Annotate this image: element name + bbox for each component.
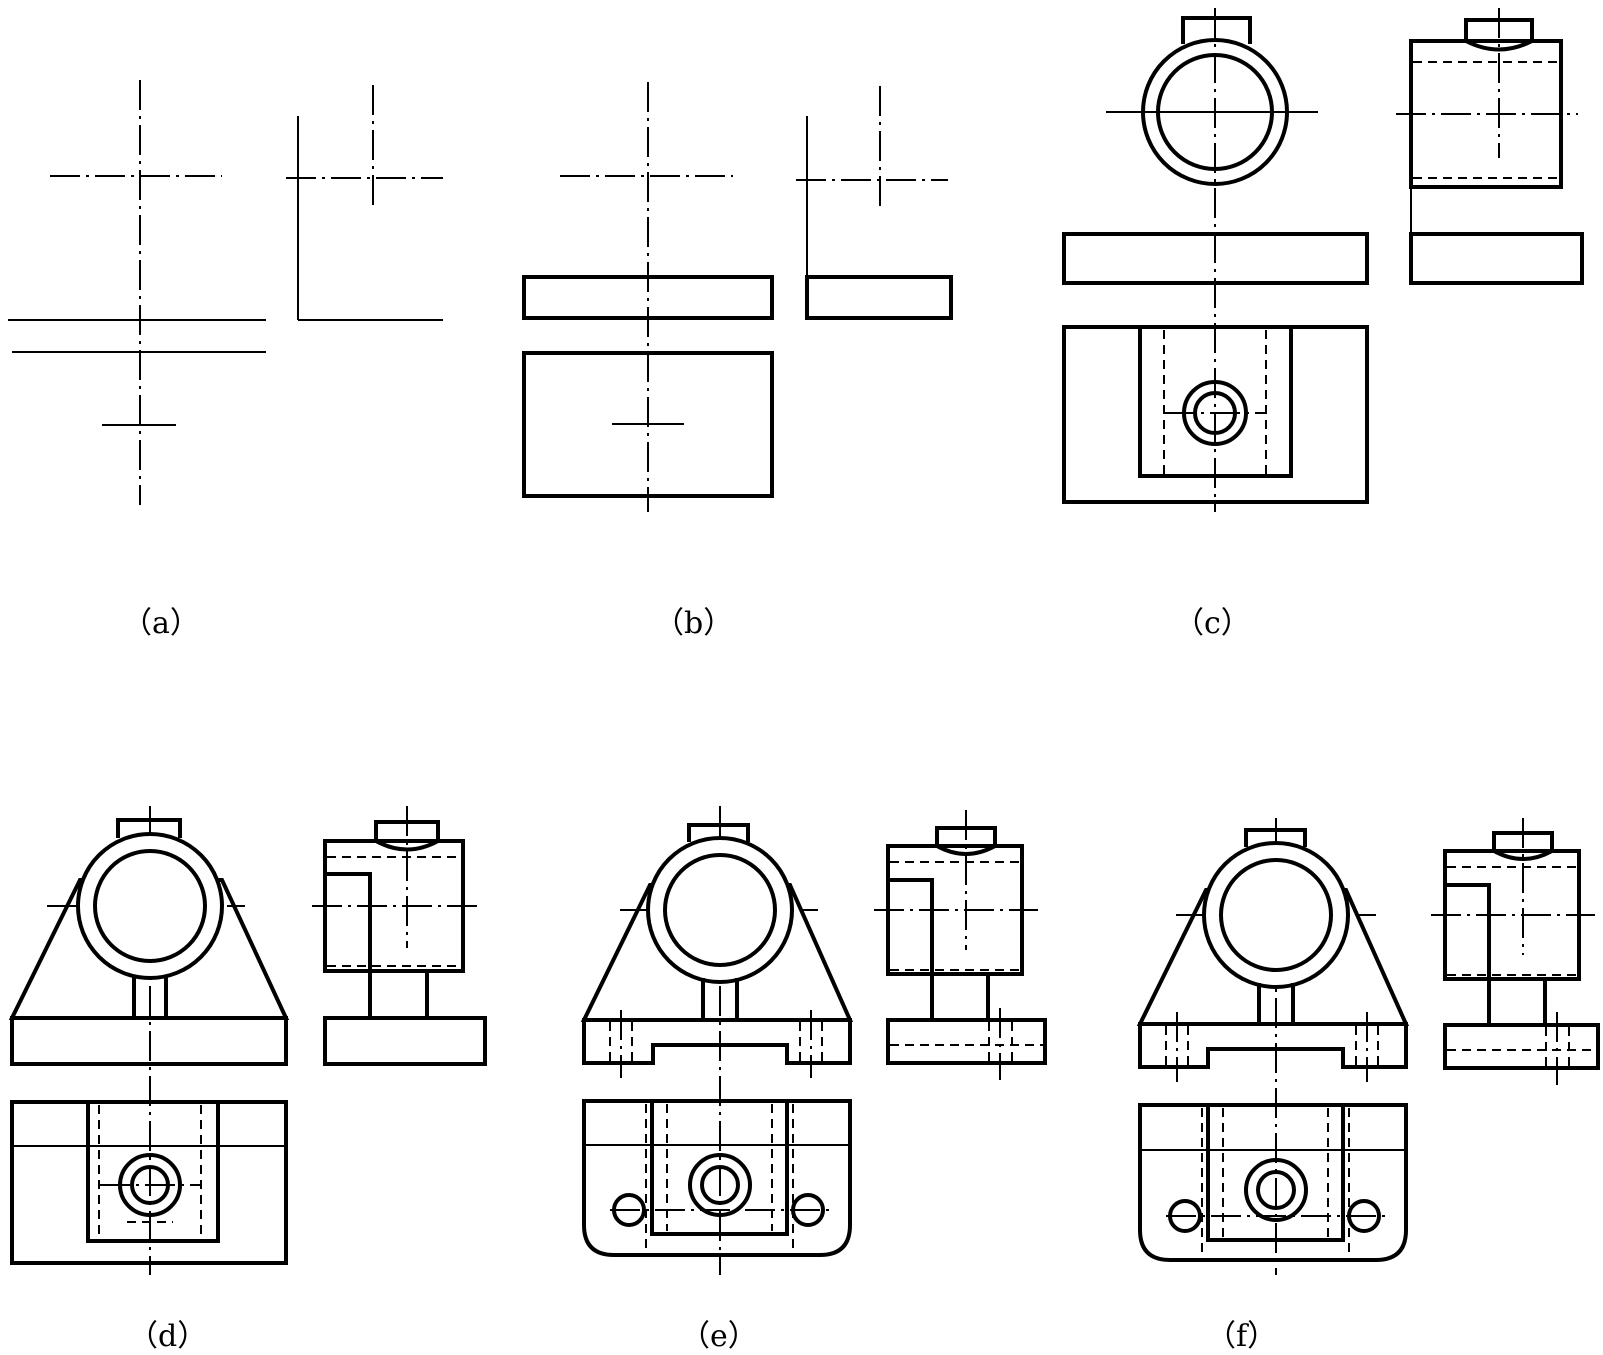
base-top-view: [522, 351, 774, 498]
boss-front-view: [1181, 16, 1252, 44]
left-mounting-hole-top: [612, 1193, 646, 1227]
cylinder-top-view: [1206, 1105, 1345, 1242]
caption-d: （d）: [128, 1319, 208, 1354]
cylinder-outer-circle: [1202, 841, 1350, 989]
rib-front-view: [132, 975, 168, 1018]
base-top-view: [10, 1100, 288, 1265]
cylinder-outer-circle: [76, 832, 224, 980]
right-mounting-hole-top: [1347, 1199, 1381, 1233]
caption-f: （f）: [1206, 1319, 1278, 1354]
base-top-view: [1138, 1103, 1408, 1262]
boss-outer-circle-top: [1244, 1158, 1308, 1222]
boss-hole-circle-top: [700, 1165, 740, 1205]
left-mounting-hole-top: [1168, 1199, 1202, 1233]
boss-side-view: [1492, 831, 1554, 861]
panel-b: [522, 82, 953, 512]
base-side-view: [1409, 232, 1584, 285]
panel-f: [1136, 818, 1600, 1275]
base-front-view: [522, 275, 774, 320]
base-with-slot-front-view: [1138, 1022, 1408, 1069]
cylinder-outer-circle: [1141, 38, 1289, 186]
cylinder-top-view: [1138, 325, 1293, 478]
cylinder-outer-circle: [646, 836, 794, 984]
cylinder-bore-circle: [1219, 858, 1333, 972]
caption-b: （b）: [654, 606, 734, 641]
base-top-view: [582, 1099, 852, 1257]
cylinder-bore-circle: [1156, 53, 1274, 171]
panel-e: [580, 806, 1047, 1275]
panel-a: [8, 80, 443, 505]
boss-front-view: [1244, 828, 1307, 847]
cylinder-bore-circle: [663, 853, 777, 967]
base-side-view: [323, 1016, 487, 1066]
cylinder-top-view: [86, 1102, 220, 1243]
base-side-view: [886, 1018, 1047, 1065]
boss-side-view: [374, 820, 440, 852]
base-front-view: [10, 1016, 288, 1066]
base-side-view: [1443, 1023, 1600, 1070]
right-mounting-hole-top: [791, 1193, 825, 1227]
panel-d: [8, 806, 487, 1275]
cylinder-bore-circle: [93, 849, 207, 963]
boss-side-view: [935, 826, 997, 856]
caption-e: （e）: [680, 1319, 758, 1354]
caption-a: （a）: [122, 606, 200, 641]
boss-outer-circle-top: [688, 1153, 752, 1217]
support-plate-side-view: [888, 878, 934, 1020]
rib-front-view: [1257, 983, 1295, 1024]
caption-c: （c）: [1174, 606, 1251, 641]
boss-hole-circle-top: [1256, 1170, 1296, 1210]
support-plate-side-view: [325, 872, 372, 1018]
boss-front-view: [687, 823, 750, 842]
cylinder-top-view: [650, 1101, 789, 1236]
panel-c: [1062, 8, 1584, 512]
boss-side-view: [1464, 18, 1534, 52]
boss-front-view: [116, 818, 182, 838]
base-front-view: [1062, 232, 1369, 285]
base-with-slot-front-view: [582, 1018, 852, 1065]
base-side-view: [805, 275, 953, 320]
rib-front-view: [701, 978, 739, 1020]
support-plate-side-view: [1445, 883, 1491, 1025]
